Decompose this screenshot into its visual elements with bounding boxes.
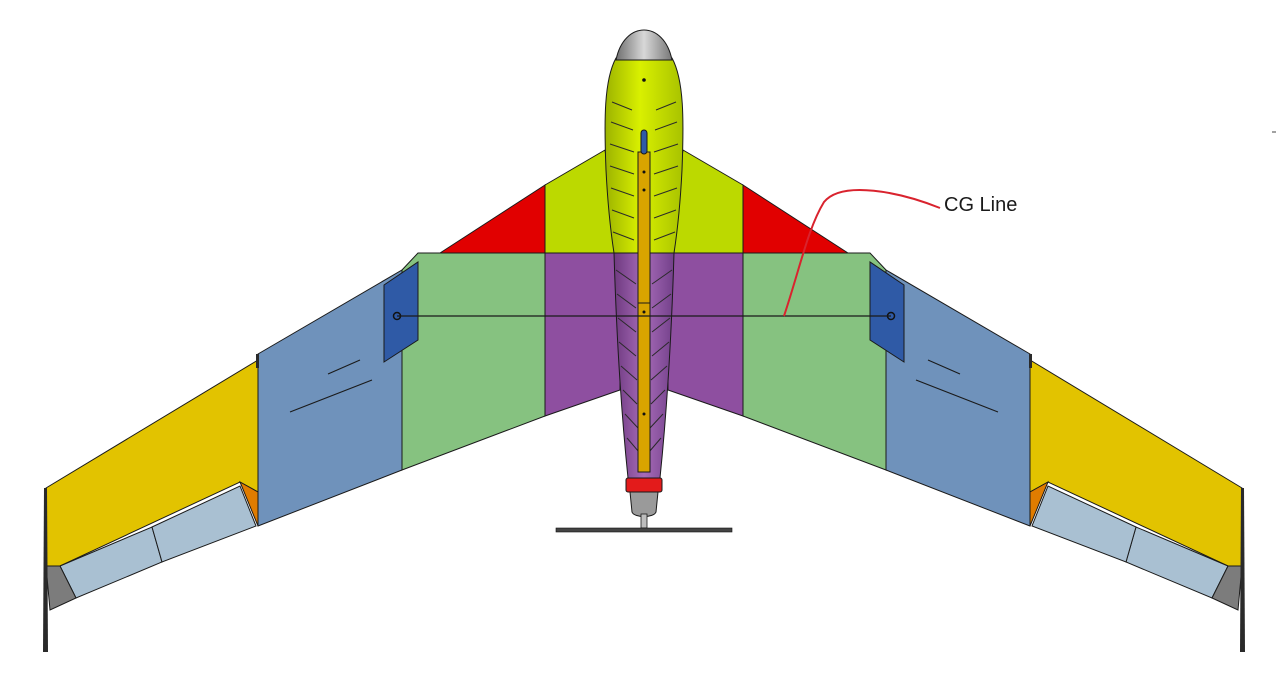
fuselage-ribs-rear — [615, 269, 673, 453]
right-slot-line-b — [927, 359, 961, 375]
spine-dot-1 — [642, 170, 646, 174]
right-tip-corner — [1211, 565, 1243, 611]
propeller-icon — [555, 527, 733, 533]
left-servo-hatch-icon — [383, 261, 419, 363]
left-outer-bay — [257, 269, 403, 527]
left-center-bay — [544, 252, 621, 417]
nose-cap — [615, 29, 673, 61]
left-inner-bay — [401, 252, 546, 471]
left-wingtip-fin-top — [256, 354, 259, 368]
left-slot-line-a — [289, 379, 373, 413]
cg-line-label: CG Line — [944, 194, 1018, 216]
spine-dot-3 — [642, 310, 646, 314]
right-slot-line-a — [915, 379, 999, 413]
right-wingtip-fin-top — [1029, 354, 1032, 368]
fuselage-ribs-front — [609, 101, 679, 241]
right-elevon-inner — [1031, 485, 1137, 563]
right-center-bay — [667, 252, 744, 417]
left-elevon-horn — [238, 480, 259, 527]
right-servo-hatch-icon — [869, 261, 905, 363]
spine-front-tab — [640, 129, 648, 155]
spine-dot-4 — [642, 412, 646, 416]
motor-shaft — [640, 513, 648, 529]
left-slot-line-b — [327, 359, 361, 375]
right-wingtip-fin — [1240, 488, 1245, 652]
right-wing — [667, 149, 1245, 652]
left-elevon-inner — [151, 485, 257, 563]
right-inner-bay — [742, 252, 887, 471]
right-outer-bay — [885, 269, 1031, 527]
left-leading-edge-wedge — [438, 184, 546, 254]
motor-ring — [625, 477, 663, 493]
fuselage — [555, 29, 733, 533]
nose-marker-dot — [642, 78, 646, 82]
left-wing — [43, 149, 621, 652]
motor-body — [629, 491, 659, 517]
left-wingtip-fin — [43, 488, 48, 652]
cg-leader-line — [783, 189, 941, 317]
right-elevon-horn — [1029, 480, 1050, 527]
spine-dot-2 — [642, 188, 646, 192]
left-tip-corner — [45, 565, 77, 611]
